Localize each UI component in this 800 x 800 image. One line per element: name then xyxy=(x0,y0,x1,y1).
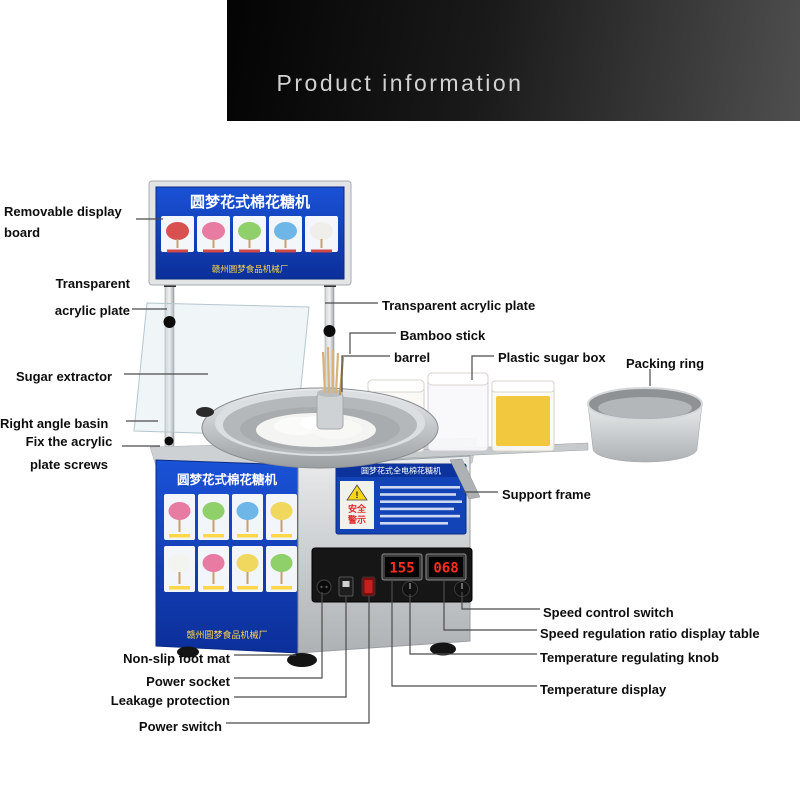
callout-leakage-protection: Leakage protection xyxy=(110,693,230,708)
front-panel-thumbnails xyxy=(164,494,297,592)
leader-lines xyxy=(122,218,651,724)
svg-text:155: 155 xyxy=(389,561,414,577)
support-frame-bracket xyxy=(449,458,481,500)
callout-power-socket: Power socket xyxy=(146,674,230,689)
warning-fine-print-lines xyxy=(380,486,462,525)
control-panel: 155 068 xyxy=(311,547,473,603)
packing-ring xyxy=(587,387,703,463)
page-title: Product information xyxy=(276,70,524,96)
callout-non-slip-foot-mat: Non-slip foot mat xyxy=(123,651,230,666)
basin xyxy=(196,346,439,469)
front-panel-footer: 赣州圆梦食品机械厂 xyxy=(186,629,267,640)
bamboo-sticks xyxy=(321,346,345,396)
cotton-candy-floss xyxy=(256,413,376,447)
callout-sugar-extractor: Sugar extractor xyxy=(16,369,113,384)
callout-support-frame: Support frame xyxy=(502,487,591,502)
callout-plastic-sugar-box: Plastic sugar box xyxy=(498,350,606,365)
sugar-extractor-knob xyxy=(196,407,214,417)
leakage-protection-breaker xyxy=(338,576,354,597)
header-banner xyxy=(227,0,800,121)
svg-text:!: ! xyxy=(356,490,359,500)
warning-triangle-icon xyxy=(346,484,368,501)
callout-removable-display-board: Removable display board xyxy=(4,204,122,241)
callout-bamboo-stick: Bamboo stick xyxy=(400,328,486,343)
safety-text-line2: 警示 xyxy=(348,514,366,525)
warning-sticker: 圆梦花式全电棉花糖机 ! 安全 警示 xyxy=(335,463,467,535)
callout-transparent-acrylic-plate-left: Transparent acrylic plate xyxy=(54,276,130,318)
speed-display-screen: 068 xyxy=(425,553,467,581)
callout-fix-acrylic-plate-screws: Fix the acrylic plate screws xyxy=(25,434,113,472)
callout-transparent-acrylic-plate-right: Transparent acrylic plate xyxy=(382,298,536,313)
non-slip-feet xyxy=(177,642,456,667)
callout-power-switch: Power switch xyxy=(138,719,222,734)
callout-temperature-regulating-knob: Temperature regulating knob xyxy=(540,650,719,665)
callout-barrel: barrel xyxy=(394,350,431,365)
safety-text-line1: 安全 xyxy=(348,503,367,514)
power-socket-part xyxy=(316,579,332,595)
sign-footer: 赣州圆梦食品机械厂 xyxy=(212,264,289,274)
callout-speed-regulation-display: Speed regulation ratio display table xyxy=(540,626,760,641)
callout-speed-control-switch: Speed control switch xyxy=(543,605,674,620)
callout-packing-ring: Packing ring xyxy=(626,356,705,371)
callout-right-angle-basin: Right angle basin xyxy=(0,416,109,431)
warning-header: 圆梦花式全电棉花糖机 xyxy=(361,466,441,476)
front-panel-title: 圆梦花式棉花糖机 xyxy=(177,472,278,487)
callout-temperature-display: Temperature display xyxy=(540,682,667,697)
sign-product-thumbnails xyxy=(161,216,338,253)
bamboo-stick-barrel xyxy=(316,389,344,430)
power-switch-rocker xyxy=(361,576,376,597)
sign-title: 圆梦花式棉花糖机 xyxy=(190,193,310,211)
temperature-display-screen: 155 xyxy=(381,553,423,581)
svg-text:068: 068 xyxy=(433,561,458,577)
display-board: 圆梦花式棉花糖机 xyxy=(148,180,352,287)
